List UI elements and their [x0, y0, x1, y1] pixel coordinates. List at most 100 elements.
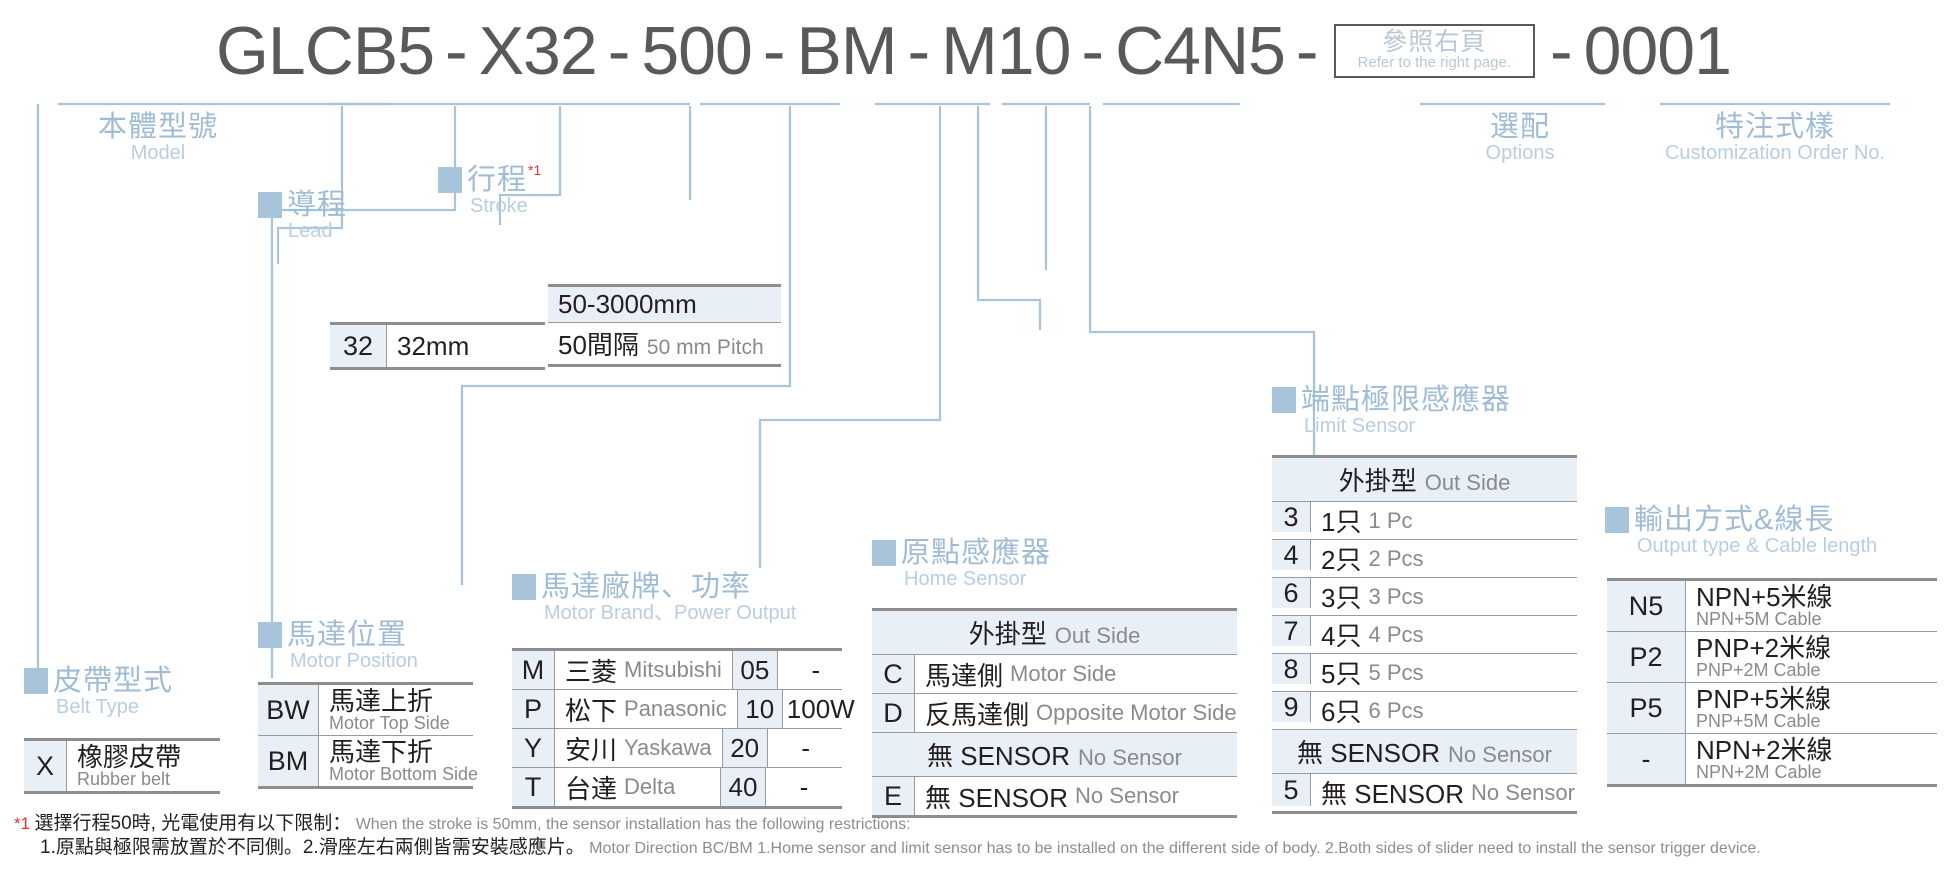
power-value: 100W — [786, 693, 855, 724]
caption-limit-en: Limit Sensor — [1304, 415, 1416, 438]
table-limit-sensor: 外掛型 Out Side 3 1只 1 Pc 4 2只 2 Pcs 6 3只 3… — [1272, 455, 1577, 814]
output-value-en: PNP+2M Cable — [1696, 660, 1821, 680]
table-row[interactable]: D 反馬達側 Opposite Motor Side — [872, 694, 1237, 733]
limit-value-en: 1 Pc — [1368, 507, 1413, 533]
table-row[interactable]: C 馬達側 Motor Side — [872, 655, 1237, 694]
limit-head1-zh: 外掛型 — [1338, 466, 1417, 496]
limit-head2-en: No Sensor — [1448, 742, 1552, 767]
caption-limit-zh: 端點極限感應器 — [1301, 384, 1512, 416]
table-belt-type: X 橡膠皮帶 Rubber belt — [24, 738, 220, 794]
code-dash: - — [1295, 13, 1319, 89]
table-row[interactable]: 3 1只 1 Pc — [1272, 502, 1577, 540]
code-dash: - — [445, 13, 468, 89]
limit-value: 1只 1 Pc — [1311, 502, 1577, 539]
caption-belt-en: Belt Type — [56, 696, 140, 719]
bullet-square-icon — [872, 540, 896, 566]
caption-motor-brand: 馬達廠牌、功率 Motor Brand、Power Output — [512, 572, 796, 624]
motor-code: Y — [512, 729, 555, 767]
caption-lead: 導程 Lead — [258, 190, 347, 242]
caption-stroke-footnote-mark: *1 — [528, 162, 542, 178]
caption-lead-en: Lead — [288, 220, 333, 243]
options-box-en: Refer to the right page. — [1357, 54, 1512, 72]
table-row[interactable]: 6 3只 3 Pcs — [1272, 578, 1577, 616]
limit-sensor-group-outside: 外掛型 Out Side — [1272, 458, 1577, 502]
motor-brand-zh: 安川 — [565, 734, 618, 765]
home-value: 無 SENSOR No Sensor — [915, 777, 1237, 815]
home-value: 馬達側 Motor Side — [915, 655, 1237, 693]
motor-brand-en: Mitsubishi — [624, 657, 722, 682]
table-row[interactable]: - NPN+2米線 NPN+2M Cable — [1607, 734, 1937, 784]
table-row[interactable]: BM 馬達下折 Motor Bottom Side — [258, 736, 478, 786]
table-row[interactable]: P 松下 Panasonic 10 100W — [512, 690, 855, 729]
lead-value: 32mm — [387, 325, 545, 367]
code-token-sensor: C4N5 — [1115, 13, 1286, 89]
table-row[interactable]: 5 無 SENSOR No Sensor — [1272, 774, 1577, 811]
position-value: 馬達上折 Motor Top Side — [319, 685, 473, 735]
bullet-square-icon — [438, 167, 462, 193]
product-code-row: GLCB5 - X32 - 500 - BM - M10 - C4N5 - 參照… — [0, 8, 1947, 94]
home-value-zh: 反馬達側 — [925, 699, 1030, 730]
table-row[interactable]: 4 2只 2 Pcs — [1272, 540, 1577, 578]
limit-sensor-group-none: 無 SENSOR No Sensor — [1272, 730, 1577, 774]
code-dash: - — [907, 13, 931, 89]
table-row[interactable]: T 台達 Delta 40 - — [512, 768, 842, 806]
code-options-box: 參照右頁 Refer to the right page. — [1333, 24, 1536, 78]
table-row[interactable]: M 三菱 Mitsubishi 05 - — [512, 651, 842, 690]
footnote-line2-zh: 1.原點與極限需放置於不同側。2.滑座左右兩側皆需安裝感應片。 — [40, 836, 585, 858]
table-row[interactable]: BW 馬達上折 Motor Top Side — [258, 685, 473, 736]
motor-code: M — [512, 651, 555, 689]
belt-value-en: Rubber belt — [77, 769, 171, 789]
code-dash: - — [607, 13, 631, 89]
belt-code: X — [24, 741, 67, 791]
limit-value: 3只 3 Pcs — [1311, 578, 1577, 615]
table-row[interactable]: 9 6只 6 Pcs — [1272, 692, 1577, 730]
lead-code: 32 — [330, 325, 387, 367]
table-motor-position: BW 馬達上折 Motor Top Side BM 馬達下折 Motor Bot… — [258, 682, 478, 789]
limit-value-en: 3 Pcs — [1368, 583, 1424, 609]
caption-motor-en: Motor Brand、Power Output — [544, 602, 797, 625]
limit-value-en: 4 Pcs — [1368, 621, 1424, 647]
motor-code: P — [512, 690, 555, 728]
caption-belt-zh: 皮帶型式 — [53, 665, 174, 697]
caption-position-en: Motor Position — [290, 650, 418, 673]
caption-customization: 特注式樣 Customization Order No. — [1655, 112, 1895, 165]
table-row[interactable]: 50間隔 50 mm Pitch — [548, 323, 781, 364]
motor-brand: 安川 Yaskawa — [555, 729, 722, 767]
caption-stroke: 行程*1 Stroke — [438, 162, 541, 217]
table-row[interactable]: X 橡膠皮帶 Rubber belt — [24, 741, 220, 791]
caption-model-zh: 本體型號 — [97, 111, 218, 143]
output-value: NPN+2米線 NPN+2M Cable — [1686, 734, 1937, 784]
table-row[interactable]: 50-3000mm — [548, 287, 781, 323]
power-value: - — [801, 732, 810, 763]
table-row[interactable]: Y 安川 Yaskawa 20 - — [512, 729, 842, 768]
table-row[interactable]: P5 PNP+5米線 PNP+5M Cable — [1607, 683, 1937, 734]
limit-value-zh: 5只 — [1321, 659, 1362, 689]
limit-value: 6只 6 Pcs — [1311, 692, 1577, 729]
caption-customization-en: Customization Order No. — [1664, 142, 1886, 165]
power-value: - — [799, 771, 809, 802]
limit-head2-zh: 無 SENSOR — [1297, 738, 1441, 768]
table-row[interactable]: N5 NPN+5米線 NPN+5M Cable — [1607, 581, 1937, 632]
limit-code: 5 — [1272, 774, 1311, 806]
table-row[interactable]: 32 32mm — [330, 325, 545, 367]
motor-brand: 台達 Delta — [555, 768, 720, 806]
table-row[interactable]: 8 5只 5 Pcs — [1272, 654, 1577, 692]
caption-model-en: Model — [130, 142, 186, 165]
table-row[interactable]: P2 PNP+2米線 PNP+2M Cable — [1607, 632, 1937, 683]
caption-stroke-zh: 行程 — [467, 164, 528, 196]
output-value-zh: PNP+2米線 — [1696, 633, 1832, 663]
caption-home-zh: 原點感應器 — [901, 537, 1052, 569]
motor-brand-en: Yaskawa — [624, 735, 712, 760]
bullet-square-icon — [1605, 507, 1629, 533]
motor-code: T — [512, 768, 555, 806]
options-box-zh: 參照右頁 — [1382, 28, 1487, 57]
caption-options-zh: 選配 — [1489, 111, 1550, 143]
table-row[interactable]: E 無 SENSOR No Sensor — [872, 777, 1237, 815]
limit-value-zh: 6只 — [1321, 697, 1362, 727]
caption-lead-zh: 導程 — [287, 189, 348, 221]
table-row[interactable]: 7 4只 4 Pcs — [1272, 616, 1577, 654]
code-token-motor-position: BM — [796, 13, 897, 89]
limit-value: 4只 4 Pcs — [1311, 616, 1577, 653]
limit-value: 2只 2 Pcs — [1311, 540, 1577, 577]
